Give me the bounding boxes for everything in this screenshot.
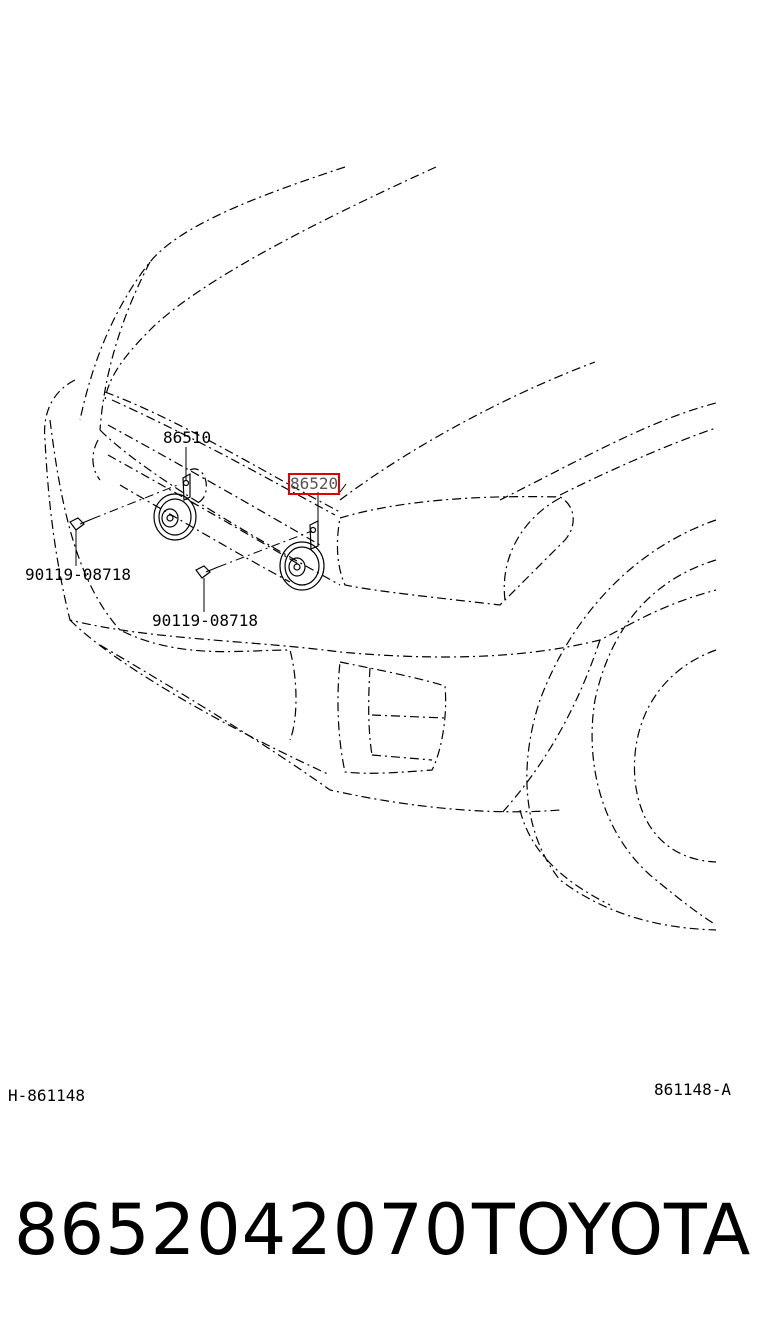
brand-name: TOYOTA: [472, 1189, 752, 1271]
headlight-inner: [503, 497, 561, 601]
bumper-lower-2: [69, 619, 331, 776]
tire-outline: [633, 649, 717, 863]
hood-inner-line: [104, 166, 437, 401]
bumper-lower: [99, 644, 561, 813]
wheel-arch-outer: [526, 519, 717, 931]
illustration-code: H-861148: [8, 1086, 86, 1105]
assembly-line-center: [217, 530, 313, 568]
horn-86510: [153, 472, 197, 541]
hood-right-upper: [499, 402, 717, 501]
hood-right-line: [339, 361, 596, 501]
foglight-inner: [368, 667, 446, 761]
bumper-mid: [49, 419, 297, 741]
callout-bolt-left: 90119-08718: [25, 565, 131, 584]
emblem: [189, 468, 207, 504]
fender-rear: [519, 809, 611, 906]
grille-bar-1: [111, 399, 336, 516]
horn-86520: [279, 520, 325, 591]
bolt-center-icon: [195, 565, 219, 579]
grille-bar-3: [107, 454, 301, 566]
bumper-corner: [499, 639, 601, 816]
foglight-recess: [337, 661, 447, 774]
callout-86520[interactable]: 86520: [287, 473, 341, 495]
wheel-arch: [591, 559, 717, 926]
part-number: 8652042070: [14, 1189, 470, 1271]
grille-bar-4: [119, 484, 291, 583]
fender-line: [559, 427, 717, 496]
grille-outline: [92, 429, 341, 586]
assembly-line-left: [91, 483, 181, 520]
callout-86510: 86510: [163, 428, 212, 447]
headlight-outline: [336, 495, 574, 606]
hood-left-edge: [79, 166, 346, 421]
hood-front-edge: [104, 391, 341, 513]
figure-ref: 861148-A: [654, 1080, 732, 1099]
grille-bar-2: [107, 424, 321, 546]
callout-bolt-center: 90119-08718: [152, 611, 258, 630]
bolt-left-icon: [69, 517, 93, 531]
leader-86520-arrow: [339, 483, 347, 493]
bumper-top: [43, 379, 717, 658]
hood-crease: [99, 261, 151, 431]
